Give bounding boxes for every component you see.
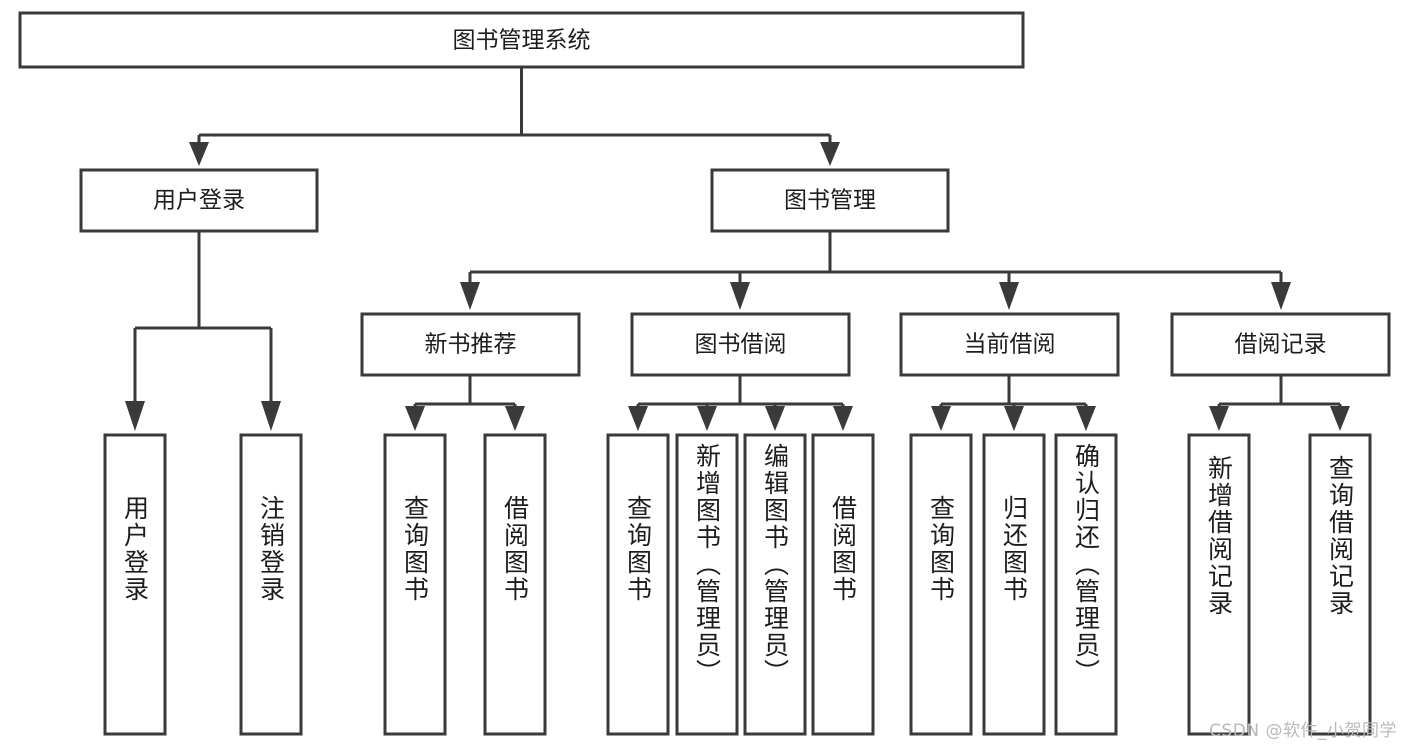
node-leaf-add-book-box[interactable]: [675, 433, 739, 736]
arrow-to-leaf-logout: [261, 401, 281, 431]
node-leaf-query-book-3-box[interactable]: [909, 433, 973, 736]
arrow-to-user-login: [189, 142, 209, 166]
arrow-to-borrow-record: [1271, 282, 1291, 310]
arrow-to-leaf-query-book-3: [931, 406, 951, 431]
node-leaf-borrow-book-2-box[interactable]: [811, 433, 875, 736]
node-book-manage[interactable]: 图书管理: [710, 168, 950, 233]
arrow-to-leaf-add-record: [1209, 406, 1229, 431]
node-leaf-logout-box[interactable]: [239, 433, 303, 736]
arrow-to-current-borrow: [999, 282, 1019, 310]
node-current-borrow-label: 当前借阅: [964, 332, 1056, 358]
node-borrow-record[interactable]: 借阅记录: [1170, 312, 1391, 377]
connector-group-root-to-level2: [189, 67, 840, 166]
node-book-borrow-label: 图书借阅: [695, 332, 787, 358]
arrow-to-leaf-borrow-book-1: [505, 406, 525, 431]
connector-group-borrow-record-to-leaves: [1209, 375, 1350, 431]
node-leaf-confirm-return-box[interactable]: [1054, 433, 1118, 736]
arrow-to-book-borrow: [730, 282, 750, 310]
node-current-borrow[interactable]: 当前借阅: [899, 312, 1120, 377]
arrow-to-leaf-borrow-book-2: [833, 406, 853, 431]
arrow-to-leaf-edit-book: [765, 406, 785, 431]
arrow-to-leaf-query-book-2: [628, 406, 648, 431]
node-root-box[interactable]: [18, 11, 1025, 69]
node-book-manage-label: 图书管理: [784, 188, 876, 214]
node-root-label: 图书管理系统: [453, 28, 591, 54]
connector-group-user-login-to-leaves: [125, 231, 281, 431]
arrow-to-book-manage: [820, 142, 840, 166]
node-leaf-add-record-box[interactable]: [1187, 433, 1251, 736]
node-new-book-recommend-label: 新书推荐: [425, 332, 517, 358]
node-leaf-edit-book-box[interactable]: [743, 433, 807, 736]
arrow-to-new-book-recommend: [460, 282, 480, 310]
node-leaf-query-record-box[interactable]: [1308, 433, 1372, 736]
node-root[interactable]: 图书管理系统: [18, 11, 1025, 69]
connector-group-book-manage-to-level3: [460, 231, 1291, 310]
node-user-login-box[interactable]: [79, 168, 319, 233]
leaf-boxes-group: [103, 433, 1372, 736]
arrow-to-leaf-return-book: [1004, 406, 1024, 431]
connector-group-book-borrow-to-leaves: [628, 375, 853, 431]
node-leaf-return-book-box[interactable]: [982, 433, 1046, 736]
node-borrow-record-box[interactable]: [1170, 312, 1391, 377]
node-borrow-record-label: 借阅记录: [1235, 332, 1327, 358]
node-current-borrow-box[interactable]: [899, 312, 1120, 377]
node-book-manage-box[interactable]: [710, 168, 950, 233]
node-book-borrow[interactable]: 图书借阅: [630, 312, 851, 377]
node-new-book-recommend-box[interactable]: [360, 312, 581, 377]
csdn-watermark: CSDN @软件_小贺同学: [1209, 721, 1397, 741]
node-leaf-user-login-box[interactable]: [103, 433, 167, 736]
node-leaf-borrow-book-1-box[interactable]: [483, 433, 547, 736]
arrow-to-leaf-add-book: [697, 406, 717, 431]
node-leaf-query-book-2-box[interactable]: [606, 433, 670, 736]
connector-group-current-borrow-to-leaves: [931, 375, 1096, 431]
connector-group-new-book-recommend-to-leaves: [405, 375, 525, 431]
node-book-borrow-box[interactable]: [630, 312, 851, 377]
arrow-to-leaf-user-login: [125, 401, 145, 431]
node-user-login[interactable]: 用户登录: [79, 168, 319, 233]
node-leaf-query-book-1-box[interactable]: [383, 433, 447, 736]
node-new-book-recommend[interactable]: 新书推荐: [360, 312, 581, 377]
arrow-to-leaf-query-record: [1330, 406, 1350, 431]
arrow-to-leaf-confirm-return: [1076, 406, 1096, 431]
node-user-login-label: 用户登录: [153, 188, 245, 214]
arrow-to-leaf-query-book-1: [405, 406, 425, 431]
